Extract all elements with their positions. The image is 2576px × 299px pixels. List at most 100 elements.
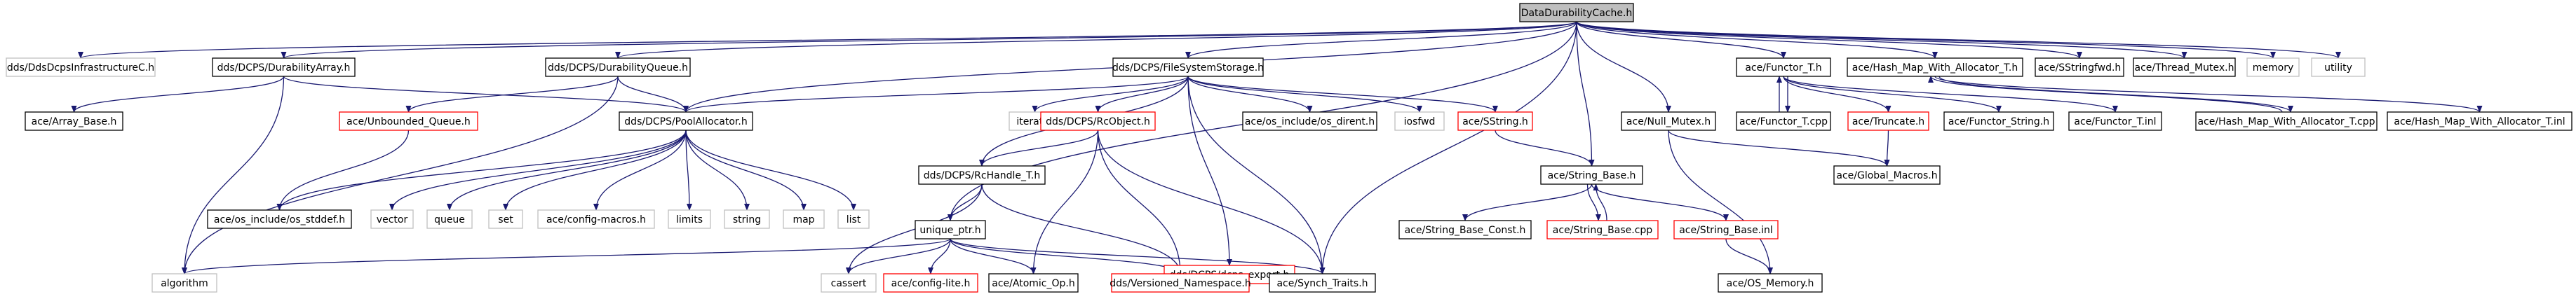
node-label: dds/DdsDcpsInfrastructureC.h	[7, 62, 154, 74]
node-box	[783, 209, 825, 229]
edge-n42-to-n44	[846, 238, 951, 274]
edge-n36-to-n41	[1591, 183, 1729, 221]
edge-n15-to-n47	[1097, 130, 1183, 274]
node-label: ace/Hash_Map_With_Allocator_T.h	[1852, 62, 2018, 74]
edge-root-to-n5	[1576, 21, 1786, 59]
edge-root-to-n7	[1576, 21, 2082, 59]
edge-n4-to-n17	[1187, 76, 1422, 113]
node-label: ace/OS_Memory.h	[1727, 278, 1814, 289]
node-ace-string-base-inl[interactable]: ace/String_Base.inl	[1673, 220, 1779, 239]
node-label: ace/Null_Mutex.h	[1626, 116, 1711, 127]
node-ace-sstringfwd-h[interactable]: ace/SStringfwd.h	[2035, 57, 2124, 77]
node-box	[2035, 57, 2124, 77]
node-ace-functor-t-h[interactable]: ace/Functor_T.h	[1736, 57, 1831, 77]
edge-n3-to-n12	[405, 76, 619, 113]
node-dds-dcps-poolallocator-h[interactable]: dds/DCPS/PoolAllocator.h	[619, 111, 753, 131]
node-label: ace/Atomic_Op.h	[992, 278, 1074, 289]
node-dds-dcps-rcobject-h[interactable]: dds/DCPS/RcObject.h	[1040, 111, 1156, 131]
node-label: ace/Functor_T.inl	[2074, 116, 2156, 127]
node-ace-thread-mutex-h[interactable]: ace/Thread_Mutex.h	[2133, 57, 2236, 77]
node-ace-hash-map-with-allocator-t-h[interactable]: ace/Hash_Map_With_Allocator_T.h	[1847, 57, 2023, 77]
node-box	[1943, 111, 2054, 131]
node-ace-os-include-os-stddef-h[interactable]: ace/os_include/os_stddef.h	[207, 209, 352, 229]
node-iosfwd[interactable]: iosfwd	[1394, 111, 1445, 131]
node-label: ace/Truncate.h	[1852, 116, 1924, 127]
node-label: ace/String_Base.h	[1548, 170, 1636, 181]
node-vector[interactable]: vector	[370, 209, 414, 229]
node-memory[interactable]: memory	[2246, 57, 2300, 77]
node-ace-global-macros-h[interactable]: ace/Global_Macros.h	[1833, 165, 1941, 185]
node-ace-string-base-const-h[interactable]: ace/String_Base_Const.h	[1398, 220, 1532, 239]
edge-n13-to-n26	[276, 130, 687, 211]
edge-root-to-n4	[1185, 21, 1577, 59]
node-ace-functor-t-cpp[interactable]: ace/Functor_T.cpp	[1736, 111, 1831, 131]
node-ace-hash-map-with-allocator-t-inl[interactable]: ace/Hash_Map_With_Allocator_T.inl	[2387, 111, 2572, 131]
node-unique-ptr-h[interactable]: unique_ptr.h	[915, 220, 986, 239]
node-label: ace/Hash_Map_With_Allocator_T.inl	[2394, 116, 2565, 127]
node-box	[883, 273, 978, 293]
node-label: memory	[2253, 62, 2294, 74]
node-utility[interactable]: utility	[2311, 57, 2366, 77]
node-ace-config-lite-h[interactable]: ace/config-lite.h	[883, 273, 978, 293]
edge-n12-to-n26	[276, 130, 410, 211]
node-label: ace/config-lite.h	[891, 278, 971, 289]
node-ace-os-include-os-dirent-h[interactable]: ace/os_include/os_dirent.h	[1242, 111, 1377, 131]
edge-n5-to-n23	[1783, 76, 2118, 113]
edge-n40-to-n36	[1593, 183, 1607, 221]
node-ace-atomic-op-h[interactable]: ace/Atomic_Op.h	[988, 273, 1079, 293]
node-box	[2311, 57, 2366, 77]
node-ace-array-base-h[interactable]: ace/Array_Base.h	[25, 111, 123, 131]
node-ace-string-base-cpp[interactable]: ace/String_Base.cpp	[1546, 220, 1659, 239]
node-dds-dcps-durabilityarray-h[interactable]: dds/DCPS/DurabilityArray.h	[212, 57, 356, 77]
node-ace-null-mutex-h[interactable]: ace/Null_Mutex.h	[1621, 111, 1716, 131]
edge-n24-to-n6	[1928, 76, 2283, 113]
node-box	[2195, 111, 2378, 131]
node-box	[988, 273, 1079, 293]
node-dds-dcps-rchandle-t-h[interactable]: dds/DCPS/RcHandle_T.h	[918, 165, 1046, 185]
node-ace-string-base-h[interactable]: ace/String_Base.h	[1540, 165, 1643, 185]
node-ace-synch-traits-h[interactable]: ace/Synch_Traits.h	[1269, 273, 1376, 293]
node-string[interactable]: string	[724, 209, 770, 229]
node-ace-unbounded-queue-h[interactable]: ace/Unbounded_Queue.h	[339, 111, 478, 131]
node-box	[1673, 220, 1779, 239]
node-ace-sstring-h[interactable]: ace/SString.h	[1457, 111, 1533, 131]
node-dds-versioned-namespace-h[interactable]: dds/Versioned_Namespace.h	[1110, 273, 1251, 293]
node-label: ace/config-macros.h	[546, 214, 646, 225]
node-label: ace/String_Base.inl	[1679, 225, 1773, 236]
edge-n13-to-n30	[593, 130, 687, 211]
node-cassert[interactable]: cassert	[821, 273, 877, 293]
node-ace-functor-string-h[interactable]: ace/Functor_String.h	[1943, 111, 2054, 131]
node-datadurabilitycache-h[interactable]: DataDurabilityCache.h	[1519, 3, 1634, 22]
node-label: dds/DCPS/FileSystemStorage.h	[1112, 62, 1264, 74]
node-list[interactable]: list	[837, 209, 870, 229]
node-ace-config-macros-h[interactable]: ace/config-macros.h	[537, 209, 655, 229]
edge-root-to-n48	[1319, 21, 1577, 274]
node-ace-functor-t-inl[interactable]: ace/Functor_T.inl	[2068, 111, 2162, 131]
node-map[interactable]: map	[783, 209, 825, 229]
node-box	[1269, 273, 1376, 293]
node-box	[488, 209, 523, 229]
node-ace-hash-map-with-allocator-t-cpp[interactable]: ace/Hash_Map_With_Allocator_T.cpp	[2195, 111, 2378, 131]
node-dds-dcps-filesystemstorage-h[interactable]: dds/DCPS/FileSystemStorage.h	[1112, 57, 1264, 77]
edge-n13-to-n33	[685, 130, 807, 211]
node-queue[interactable]: queue	[426, 209, 473, 229]
node-ace-os-memory-h[interactable]: ace/OS_Memory.h	[1718, 273, 1823, 293]
node-ace-truncate-h[interactable]: ace/Truncate.h	[1847, 111, 1929, 131]
node-dds-ddsdcpsinfrastructurec-h[interactable]: dds/DdsDcpsInfrastructureC.h	[6, 57, 156, 77]
node-limits[interactable]: limits	[668, 209, 711, 229]
edge-n4-to-n15	[1095, 76, 1189, 113]
node-box	[545, 57, 691, 77]
edge-n3-to-n43	[182, 76, 619, 274]
edge-n15-to-n46	[1030, 130, 1099, 274]
node-dds-dcps-durabilityqueue-h[interactable]: dds/DCPS/DurabilityQueue.h	[545, 57, 691, 77]
node-box	[1040, 111, 1156, 131]
edge-root-to-n8	[1576, 21, 2187, 59]
node-algorithm[interactable]: algorithm	[151, 273, 217, 293]
node-label: dds/Versioned_Namespace.h	[1110, 278, 1250, 289]
node-set[interactable]: set	[488, 209, 523, 229]
node-box	[370, 209, 414, 229]
node-box	[619, 111, 753, 131]
edge-n4-to-n48	[1187, 76, 1326, 274]
node-box	[821, 273, 877, 293]
node-label: unique_ptr.h	[919, 225, 980, 236]
